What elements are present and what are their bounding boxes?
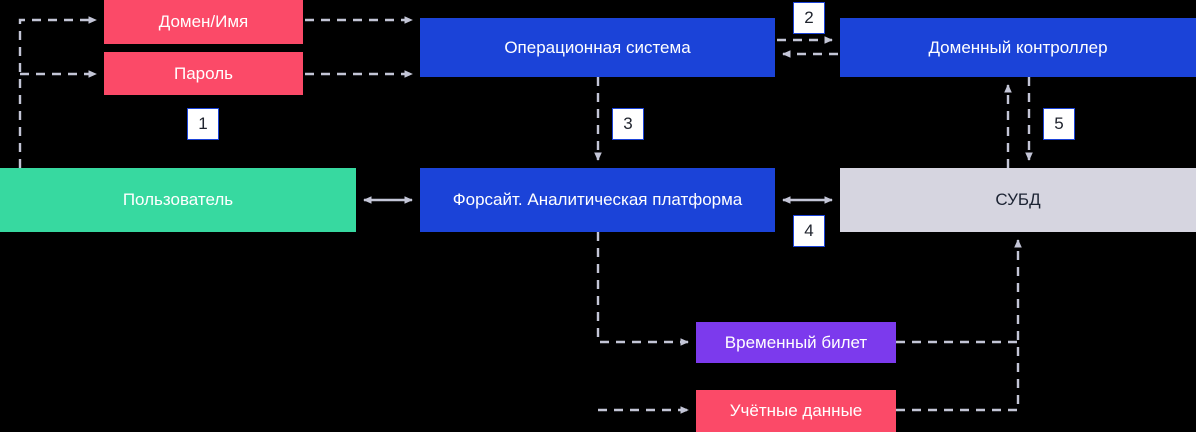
step-badge-4: 4	[793, 215, 825, 247]
step-badge-label: 5	[1054, 114, 1064, 133]
step-badge-label: 3	[623, 114, 633, 133]
node-foresight-analytics-platform[interactable]: Форсайт. Аналитическая платформа	[420, 168, 775, 232]
node-label: Доменный контроллер	[928, 37, 1108, 57]
step-badge-label: 1	[198, 114, 208, 133]
node-label: Форсайт. Аналитическая платформа	[452, 190, 743, 210]
node-domain-controller[interactable]: Доменный контроллер	[840, 18, 1196, 77]
step-badge-3: 3	[612, 108, 644, 140]
node-label: СУБД	[995, 190, 1041, 210]
node-credentials[interactable]: Учётные данные	[696, 390, 896, 432]
node-operating-system[interactable]: Операционная система	[420, 18, 775, 77]
node-password[interactable]: Пароль	[104, 52, 303, 95]
node-temporary-ticket[interactable]: Временный билет	[696, 322, 896, 363]
step-badge-label: 2	[804, 8, 814, 27]
edge-platform-to-temp-ticket	[596, 232, 689, 346]
edge-credentials-to-dbms	[896, 239, 1022, 412]
node-label: Временный билет	[724, 332, 868, 352]
step-badge-2: 2	[793, 2, 825, 34]
node-dbms[interactable]: СУБД	[840, 168, 1196, 232]
node-label: Операционная система	[504, 37, 691, 57]
step-badge-label: 4	[804, 221, 814, 240]
node-label: Пользователь	[122, 190, 234, 210]
step-badge-5: 5	[1043, 108, 1075, 140]
edge-user-to-domain-name	[18, 16, 97, 168]
node-user[interactable]: Пользователь	[0, 168, 356, 232]
node-label: Домен/Имя	[158, 12, 249, 32]
node-label: Пароль	[174, 63, 233, 83]
step-badge-1: 1	[187, 108, 219, 140]
node-label: Учётные данные	[729, 401, 863, 421]
node-domain-name[interactable]: Домен/Имя	[104, 0, 303, 44]
